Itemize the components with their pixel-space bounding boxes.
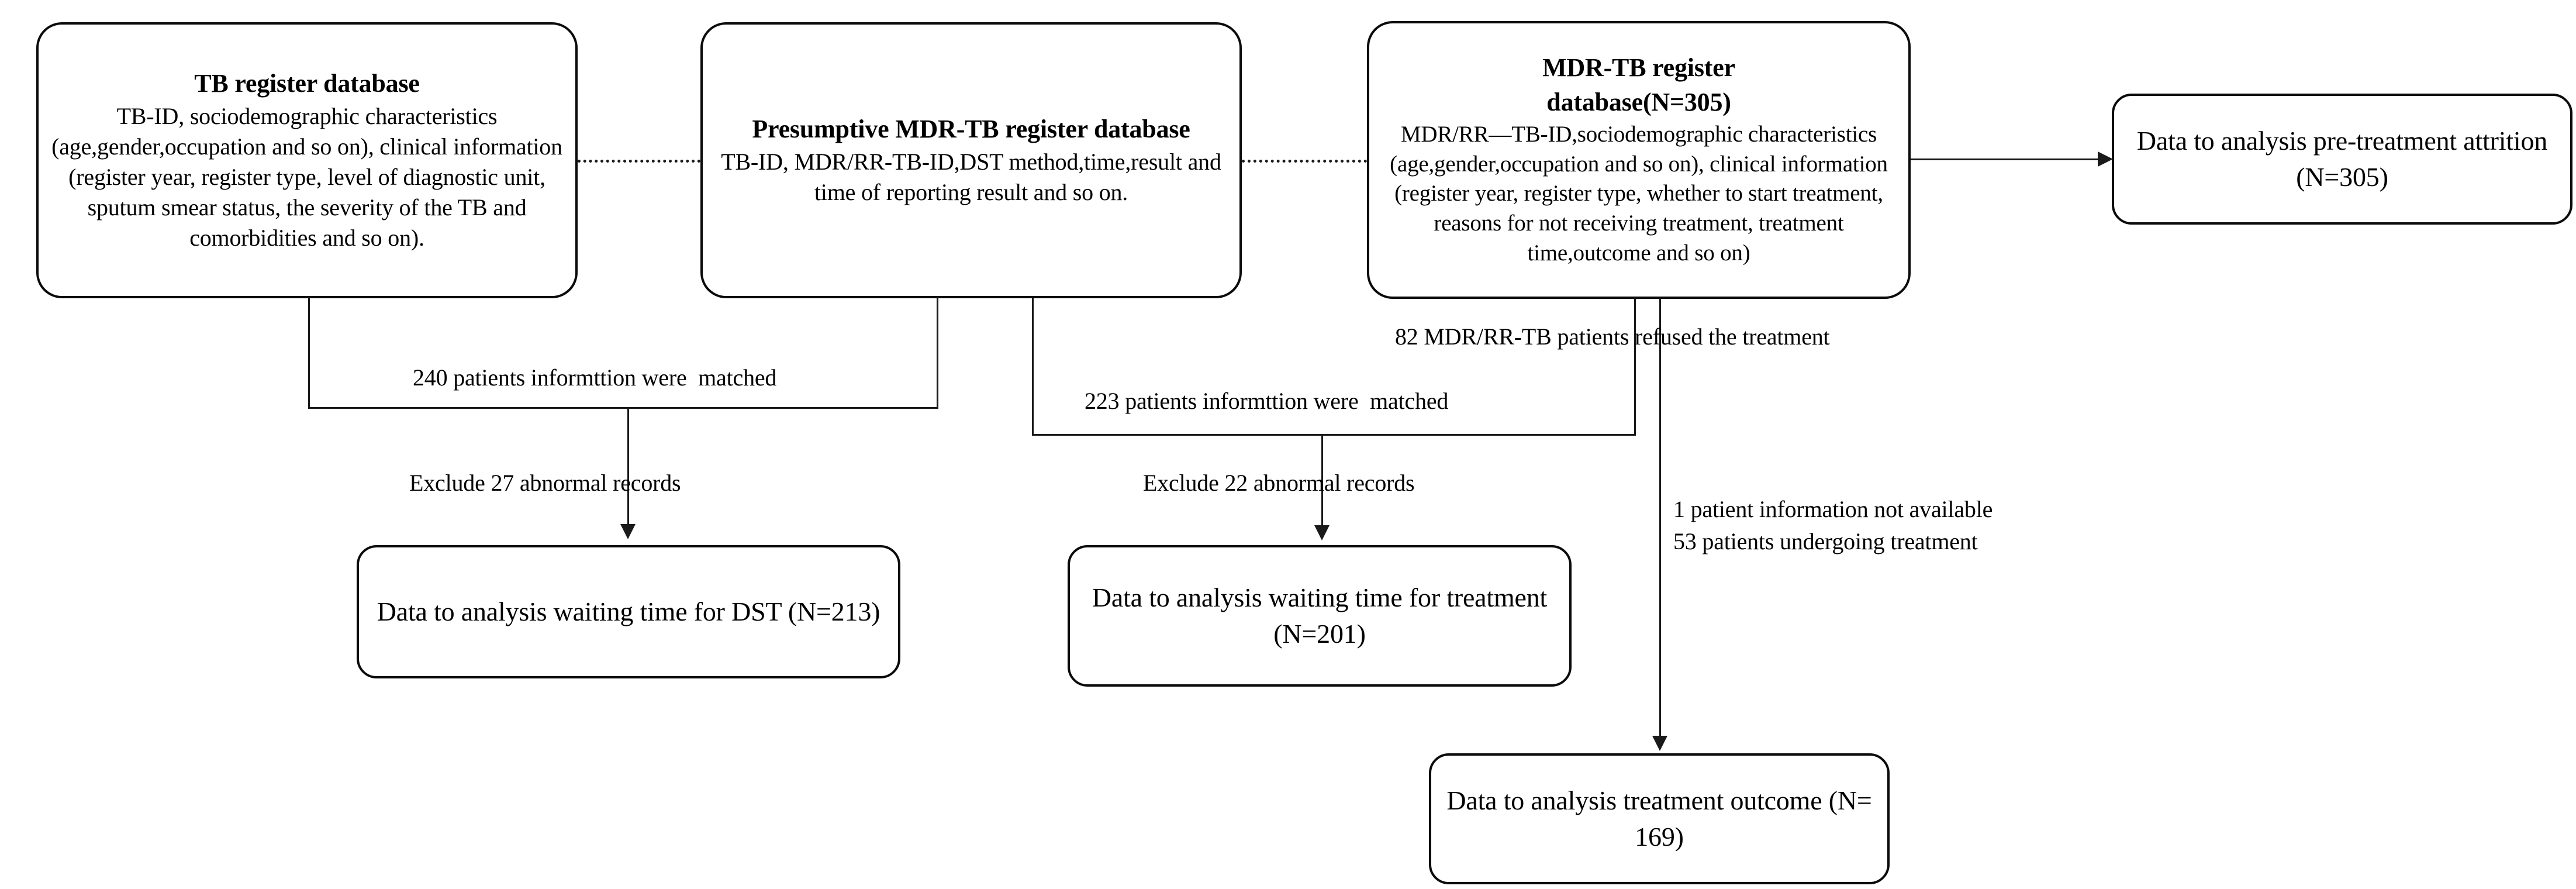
node-title: Presumptive MDR-TB register database: [752, 114, 1190, 143]
arrowhead-down-treatment-outcome: [1652, 736, 1667, 751]
edge-mdr-register-down-stub-left: [1634, 298, 1636, 435]
node-pretreatment-attrition[interactable]: Data to analysis pre-treatment attrition…: [2112, 94, 2572, 225]
node-waiting-time-dst[interactable]: Data to analysis waiting time for DST (N…: [357, 545, 900, 678]
edge-bracket-223-matched: [1032, 434, 1636, 436]
edge-presumptive-register-down-stub-right: [1032, 298, 1034, 435]
node-mdr-tb-register-database[interactable]: MDR-TB register database(N=305) MDR/RR—T…: [1367, 21, 1911, 299]
edge-label-240-matched: 240 patients informttion were matched: [413, 364, 777, 391]
node-body: Data to analysis treatment outcome (N= 1…: [1446, 785, 1872, 852]
edge-label-exclude-22: Exclude 22 abnormal records: [1143, 470, 1415, 496]
arrowhead-right-pretreatment-attrition: [2098, 151, 2113, 167]
edge-label-exclude-27: Exclude 27 abnormal records: [409, 470, 681, 496]
edge-tb-register-down-stub: [308, 297, 310, 408]
node-title-line2: database(N=305): [1546, 87, 1731, 116]
arrowhead-down-waiting-time-dst: [620, 524, 636, 539]
node-presumptive-mdr-tb-register-database[interactable]: Presumptive MDR-TB register database TB-…: [700, 22, 1242, 298]
node-treatment-outcome[interactable]: Data to analysis treatment outcome (N= 1…: [1429, 753, 1890, 884]
edge-label-82-refused-treatment: 82 MDR/RR-TB patients refused the treatm…: [1395, 323, 1830, 350]
edge-label-223-matched: 223 patients informttion were matched: [1085, 388, 1449, 414]
node-body: Data to analysis pre-treatment attrition…: [2136, 126, 2548, 192]
edge-label-1-information-not-available: 1 patient information not available: [1673, 496, 1993, 522]
edge-label-53-undergoing-treatment: 53 patients undergoing treatment: [1673, 528, 1978, 554]
node-body: MDR/RR—TB-ID,sociodemographic characteri…: [1390, 122, 1888, 266]
edge-mdr-to-pretreatment-attrition: [1911, 158, 2099, 160]
dotted-connector-presumptive-to-mdr: [1242, 160, 1367, 163]
node-body: Data to analysis waiting time for treatm…: [1092, 583, 1548, 649]
node-body: Data to analysis waiting time for DST (N…: [377, 597, 880, 627]
node-title-line1: MDR-TB register: [1542, 53, 1735, 82]
edge-mdr-register-down-to-outcome: [1659, 298, 1661, 738]
edge-down-to-waiting-time-dst: [627, 407, 629, 525]
node-tb-register-database[interactable]: TB register database TB-ID, sociodemogra…: [36, 22, 578, 298]
node-body: TB-ID, MDR/RR-TB-ID,DST method,time,resu…: [721, 149, 1221, 206]
edge-down-to-waiting-time-treatment: [1321, 434, 1323, 526]
arrowhead-down-waiting-time-treatment: [1314, 525, 1330, 540]
node-body: TB-ID, sociodemographic characteristics …: [51, 103, 562, 251]
node-title: TB register database: [194, 68, 420, 98]
dotted-connector-tb-to-presumptive: [578, 160, 700, 163]
edge-bracket-240-matched: [308, 407, 938, 409]
node-waiting-time-treatment[interactable]: Data to analysis waiting time for treatm…: [1068, 545, 1572, 687]
edge-presumptive-register-down-stub-left: [937, 297, 938, 408]
